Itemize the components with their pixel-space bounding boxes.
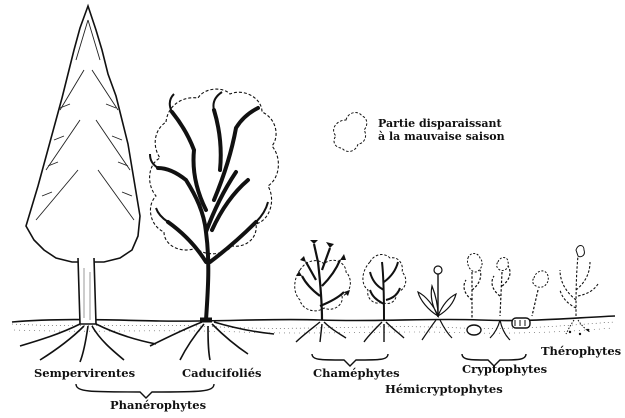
rosette-plant	[418, 266, 456, 340]
label-caducifolies: Caducifoliés	[182, 368, 262, 380]
hemicryptophyte-plant	[363, 255, 406, 342]
label-hemicryptophytes: Hémicryptophytes	[385, 384, 503, 396]
chamephyte-plant	[295, 240, 351, 342]
label-sempervirentes: Sempervirentes	[34, 368, 135, 380]
label-cryptophytes: Cryptophytes	[462, 364, 547, 376]
chamephytes-bracket	[312, 354, 388, 366]
conifer-tree	[20, 6, 156, 362]
label-chamephytes: Chaméphytes	[313, 368, 400, 380]
legend-line-1: Partie disparaissant	[378, 117, 505, 130]
legend-line-2: à la mauvaise saison	[378, 130, 505, 143]
label-phanerophytes: Phanérophytes	[110, 400, 206, 412]
phanerophytes-bracket	[76, 384, 214, 398]
legend-symbol	[334, 113, 367, 152]
label-therophytes: Thérophytes	[541, 346, 621, 358]
therophyte-plant	[560, 246, 598, 336]
cryptophyte-plants	[464, 254, 548, 341]
legend-label: Partie disparaissant à la mauvaise saiso…	[378, 117, 505, 143]
